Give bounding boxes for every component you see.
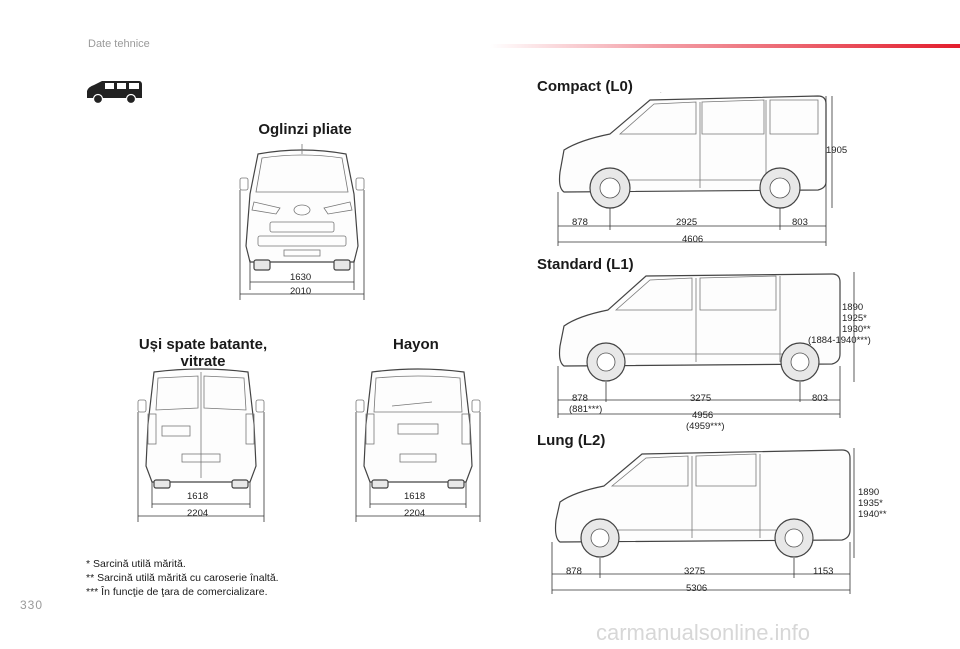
rear-doors-outer-width: 2204: [187, 508, 209, 519]
heading-rear-doors-line1: Uși spate batante,: [138, 336, 268, 353]
standard-height-1: 1890: [842, 302, 864, 313]
heading-tailgate: Hayon: [393, 336, 439, 353]
long-height-2: 1935*: [858, 498, 883, 509]
long-rear-overhang: 1153: [813, 566, 834, 577]
watermark: carmanualsonline.info: [596, 620, 811, 645]
standard-heights: 1890 1925* 1930**: [842, 302, 871, 335]
header-accent-bar: [490, 44, 960, 48]
standard-rear-overhang: 803: [812, 393, 828, 404]
standard-wheelbase: 3275: [690, 393, 712, 404]
front-inner-width: 1630: [290, 272, 312, 283]
standard-height-2: 1925*: [842, 313, 867, 324]
rear-doors-drawing: [137, 368, 265, 522]
long-side-drawing: [551, 448, 855, 594]
van-icon: [87, 81, 142, 105]
long-front-overhang: 878: [566, 566, 582, 577]
long-wheelbase: 3275: [684, 566, 706, 577]
standard-height-3: 1930**: [842, 324, 871, 335]
standard-total-length: 4956: [692, 410, 714, 421]
heading-standard: Standard (L1): [537, 256, 634, 273]
footnote-1: * Sarcină utilă mărită.: [86, 558, 186, 570]
standard-side-drawing: [557, 272, 855, 418]
heading-rear-doors: Uși spate batante, vitrate: [118, 336, 288, 370]
heading-compact: Compact (L0): [537, 78, 633, 95]
compact-side-drawing: [557, 92, 833, 246]
standard-front-overhang-alt: (881***): [569, 404, 603, 415]
long-total-length: 5306: [686, 583, 708, 594]
compact-height: 1905: [826, 145, 848, 156]
section-title: Date tehnice: [88, 38, 150, 50]
standard-front-overhang: 878: [572, 393, 588, 404]
heading-folded-mirrors: Oglinzi pliate: [258, 121, 352, 138]
compact-total-length: 4606: [682, 234, 704, 245]
footnotes: * Sarcină utilă mărită. ** Sarcină utilă…: [86, 557, 279, 599]
front-outer-width: 2010: [290, 286, 312, 297]
standard-total-length-alt: (4959***): [686, 421, 725, 432]
rear-doors-inner-width: 1618: [187, 491, 209, 502]
standard-height-4: (1884-1940***): [808, 335, 871, 346]
page-number: 330: [20, 598, 44, 612]
tailgate-drawing: [355, 368, 481, 522]
heading-long: Lung (L2): [537, 432, 606, 449]
heading-rear-doors-line2: vitrate: [180, 353, 226, 370]
footnote-2: ** Sarcină utilă mărită cu caroserie îna…: [86, 572, 279, 584]
long-height-1: 1890: [858, 487, 880, 498]
long-heights: 1890 1935* 1940**: [858, 487, 887, 520]
compact-wheelbase: 2925: [676, 217, 698, 228]
front-view-drawing: [239, 144, 365, 300]
tailgate-inner-width: 1618: [404, 491, 426, 502]
compact-rear-overhang: 803: [792, 217, 808, 228]
compact-front-overhang: 878: [572, 217, 588, 228]
long-height-3: 1940**: [858, 509, 887, 520]
tailgate-outer-width: 2204: [404, 508, 426, 519]
footnote-3: *** În funcţie de ţara de comercializare…: [86, 586, 268, 598]
